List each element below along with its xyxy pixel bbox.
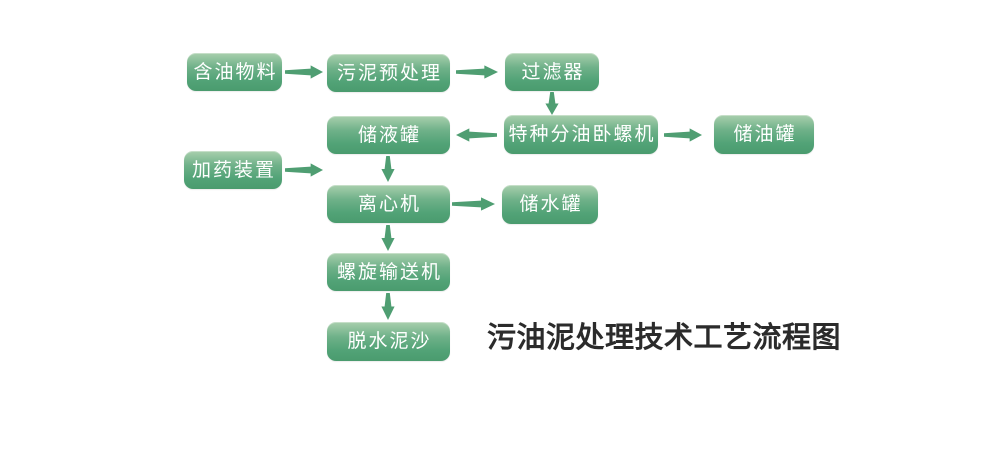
arrow-decanter-to-oil-tank [664,128,702,142]
arrow-oily-material-to-pretreatment [285,65,323,79]
node-dosing-device: 加药装置 [184,151,282,189]
node-oil-storage-tank: 储油罐 [714,115,814,154]
arrow-decanter-to-liquid-tank [456,128,497,142]
node-special-oil-decanter: 特种分油卧螺机 [504,115,658,154]
node-centrifuge: 离心机 [327,185,450,223]
node-dewatered-sediment: 脱水泥沙 [327,322,450,361]
arrow-filter-to-decanter [545,92,559,115]
arrow-screw-conveyor-to-sediment [381,293,395,320]
node-oily-material: 含油物料 [187,53,282,91]
arrow-centrifuge-to-water-tank [452,197,495,211]
node-sludge-pretreatment: 污泥预处理 [327,54,450,92]
node-water-storage-tank: 储水罐 [502,185,598,224]
node-filter: 过滤器 [505,53,599,91]
arrow-dosing-device-to-centrifuge [285,163,323,177]
diagram-title: 污油泥处理技术工艺流程图 [487,322,842,354]
arrow-centrifuge-to-screw-conveyor [381,225,395,251]
arrow-pretreatment-to-filter [456,65,498,79]
arrow-liquid-tank-to-centrifuge [381,156,395,182]
node-liquid-storage-tank: 储液罐 [327,116,450,154]
node-screw-conveyor: 螺旋输送机 [327,253,450,291]
